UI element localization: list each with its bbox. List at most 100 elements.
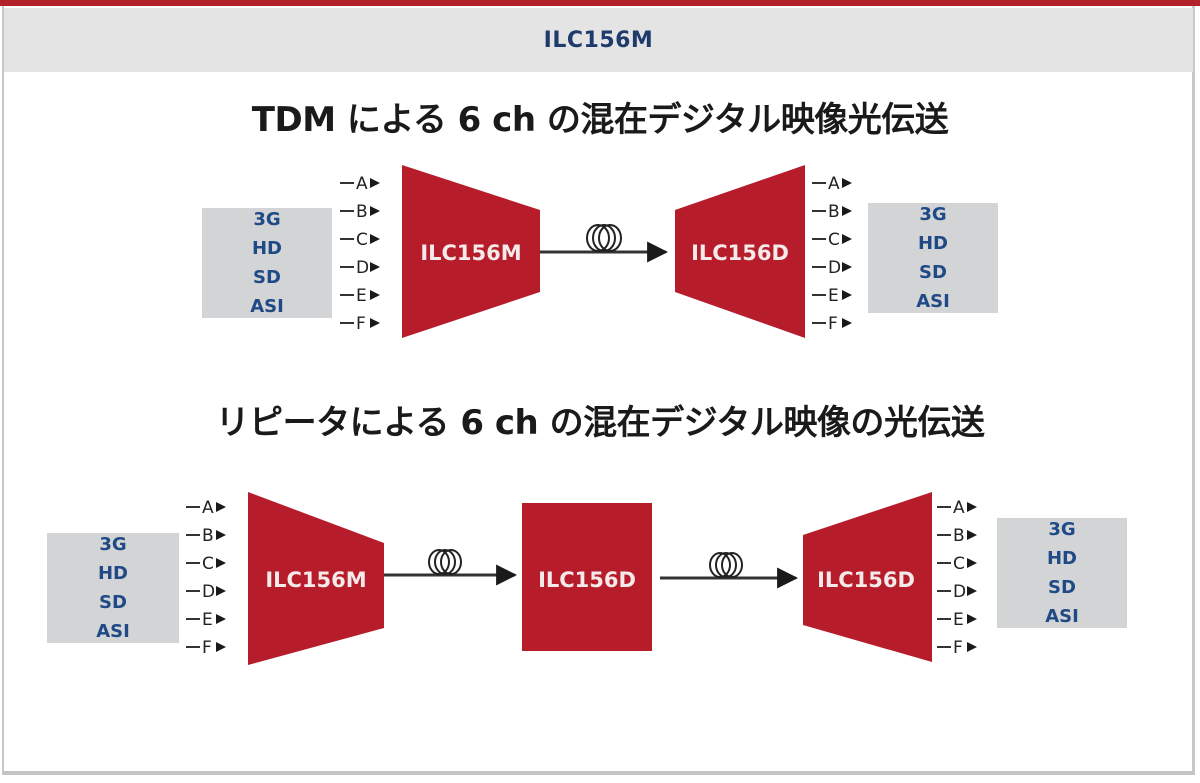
channel-c: C [812, 230, 852, 250]
channel-label: A [356, 174, 368, 194]
channel-arrow-icon [216, 586, 226, 596]
channel-c: C [937, 554, 977, 574]
signal-type: ASI [96, 621, 130, 642]
channel-label: A [202, 498, 214, 518]
channel-arrow-icon [842, 318, 852, 328]
channel-label: E [828, 286, 839, 306]
channel-label: C [828, 230, 840, 250]
channel-b: B [937, 526, 977, 546]
channel-f: F [186, 638, 226, 658]
channel-arrow-icon [370, 290, 380, 300]
channel-label: A [828, 174, 840, 194]
signal-type: ASI [916, 291, 950, 312]
channel-label: B [953, 526, 965, 546]
channel-arrow-icon [967, 502, 977, 512]
channel-arrow-icon [370, 262, 380, 272]
channel-e: E [937, 610, 977, 630]
channel-arrow-icon [370, 178, 380, 188]
diagram2-demux-device [803, 492, 932, 662]
fiber-coil-icon [709, 552, 743, 578]
diagram2-input-signal-box: 3G HD SD ASI [47, 533, 179, 643]
channel-a: A [340, 174, 380, 194]
channel-label: B [828, 202, 840, 222]
channel-label: D [828, 258, 841, 278]
signal-type: 3G [1048, 519, 1076, 540]
channel-arrow-icon [370, 318, 380, 328]
channel-arrow-icon [967, 530, 977, 540]
channel-label: E [953, 610, 964, 630]
signal-type: HD [1046, 548, 1077, 569]
signal-type: HD [917, 233, 948, 254]
diagram2-fiber-link-1 [384, 549, 518, 586]
diagram1-mux-label: ILC156M [420, 241, 521, 265]
signal-type: ASI [250, 296, 284, 317]
channel-label: B [202, 526, 214, 546]
channel-label: E [356, 286, 367, 306]
channel-b: B [812, 202, 852, 222]
channel-f: F [937, 638, 977, 658]
panel-frame [2, 6, 1195, 775]
signal-type: HD [97, 563, 128, 584]
fiber-coil-icon [586, 224, 622, 252]
channel-f: F [340, 314, 380, 334]
diagram2-repeater-label: ILC156D [538, 568, 636, 592]
channel-arrow-icon [967, 558, 977, 568]
channel-label: F [356, 314, 366, 334]
diagram2-demux-label: ILC156D [817, 568, 915, 592]
fiber-coil-icon [428, 549, 462, 575]
channel-arrow-icon [370, 234, 380, 244]
channel-label: C [202, 554, 214, 574]
channel-label: F [202, 638, 212, 658]
channel-arrow-icon [216, 530, 226, 540]
channel-d: D [937, 582, 977, 602]
header-title: ILC156M [543, 27, 654, 53]
channel-arrow-icon [967, 642, 977, 652]
channel-f: F [812, 314, 852, 334]
diagram1-demux-device [675, 165, 805, 338]
channel-label: D [202, 582, 215, 602]
signal-type: SD [253, 267, 281, 288]
diagram1-demux-label: ILC156D [691, 241, 789, 265]
signal-type: 3G [253, 209, 281, 230]
signal-type: 3G [99, 534, 127, 555]
channel-arrow-icon [216, 614, 226, 624]
channel-arrow-icon [967, 614, 977, 624]
diagram1-mux-device [402, 165, 540, 338]
channel-a: A [812, 174, 852, 194]
channel-arrow-icon [842, 234, 852, 244]
channel-a: A [186, 498, 226, 518]
channel-arrow-icon [842, 290, 852, 300]
channel-b: B [340, 202, 380, 222]
channel-e: E [812, 286, 852, 306]
diagram2-mux-device [248, 492, 384, 665]
signal-type: SD [1048, 577, 1076, 598]
channel-label: F [953, 638, 963, 658]
diagram2-repeater-device [522, 503, 652, 651]
channel-d: D [340, 258, 380, 278]
signal-type: SD [919, 262, 947, 283]
channel-arrow-icon [842, 262, 852, 272]
top-accent-rule [0, 0, 1200, 6]
channel-label: C [953, 554, 965, 574]
diagram1-input-signal-box: 3G HD SD ASI [202, 208, 332, 318]
signal-type: 3G [919, 204, 947, 225]
diagram1-output-signal-box: 3G HD SD ASI [868, 203, 998, 313]
channel-arrow-icon [842, 178, 852, 188]
signal-type: SD [99, 592, 127, 613]
channel-label: B [356, 202, 368, 222]
diagram2-fiber-link-2 [660, 552, 799, 589]
diagram2-output-signal-box: 3G HD SD ASI [997, 518, 1127, 628]
channel-label: D [356, 258, 369, 278]
signal-type: ASI [1045, 606, 1079, 627]
channel-label: C [356, 230, 368, 250]
channel-label: A [953, 498, 965, 518]
channel-arrow-icon [216, 642, 226, 652]
diagram2-title: リピータによる 6 ch の混在デジタル映像の光伝送 [215, 403, 985, 443]
channel-a: A [937, 498, 977, 518]
channel-arrow-icon [370, 206, 380, 216]
channel-label: F [828, 314, 838, 334]
